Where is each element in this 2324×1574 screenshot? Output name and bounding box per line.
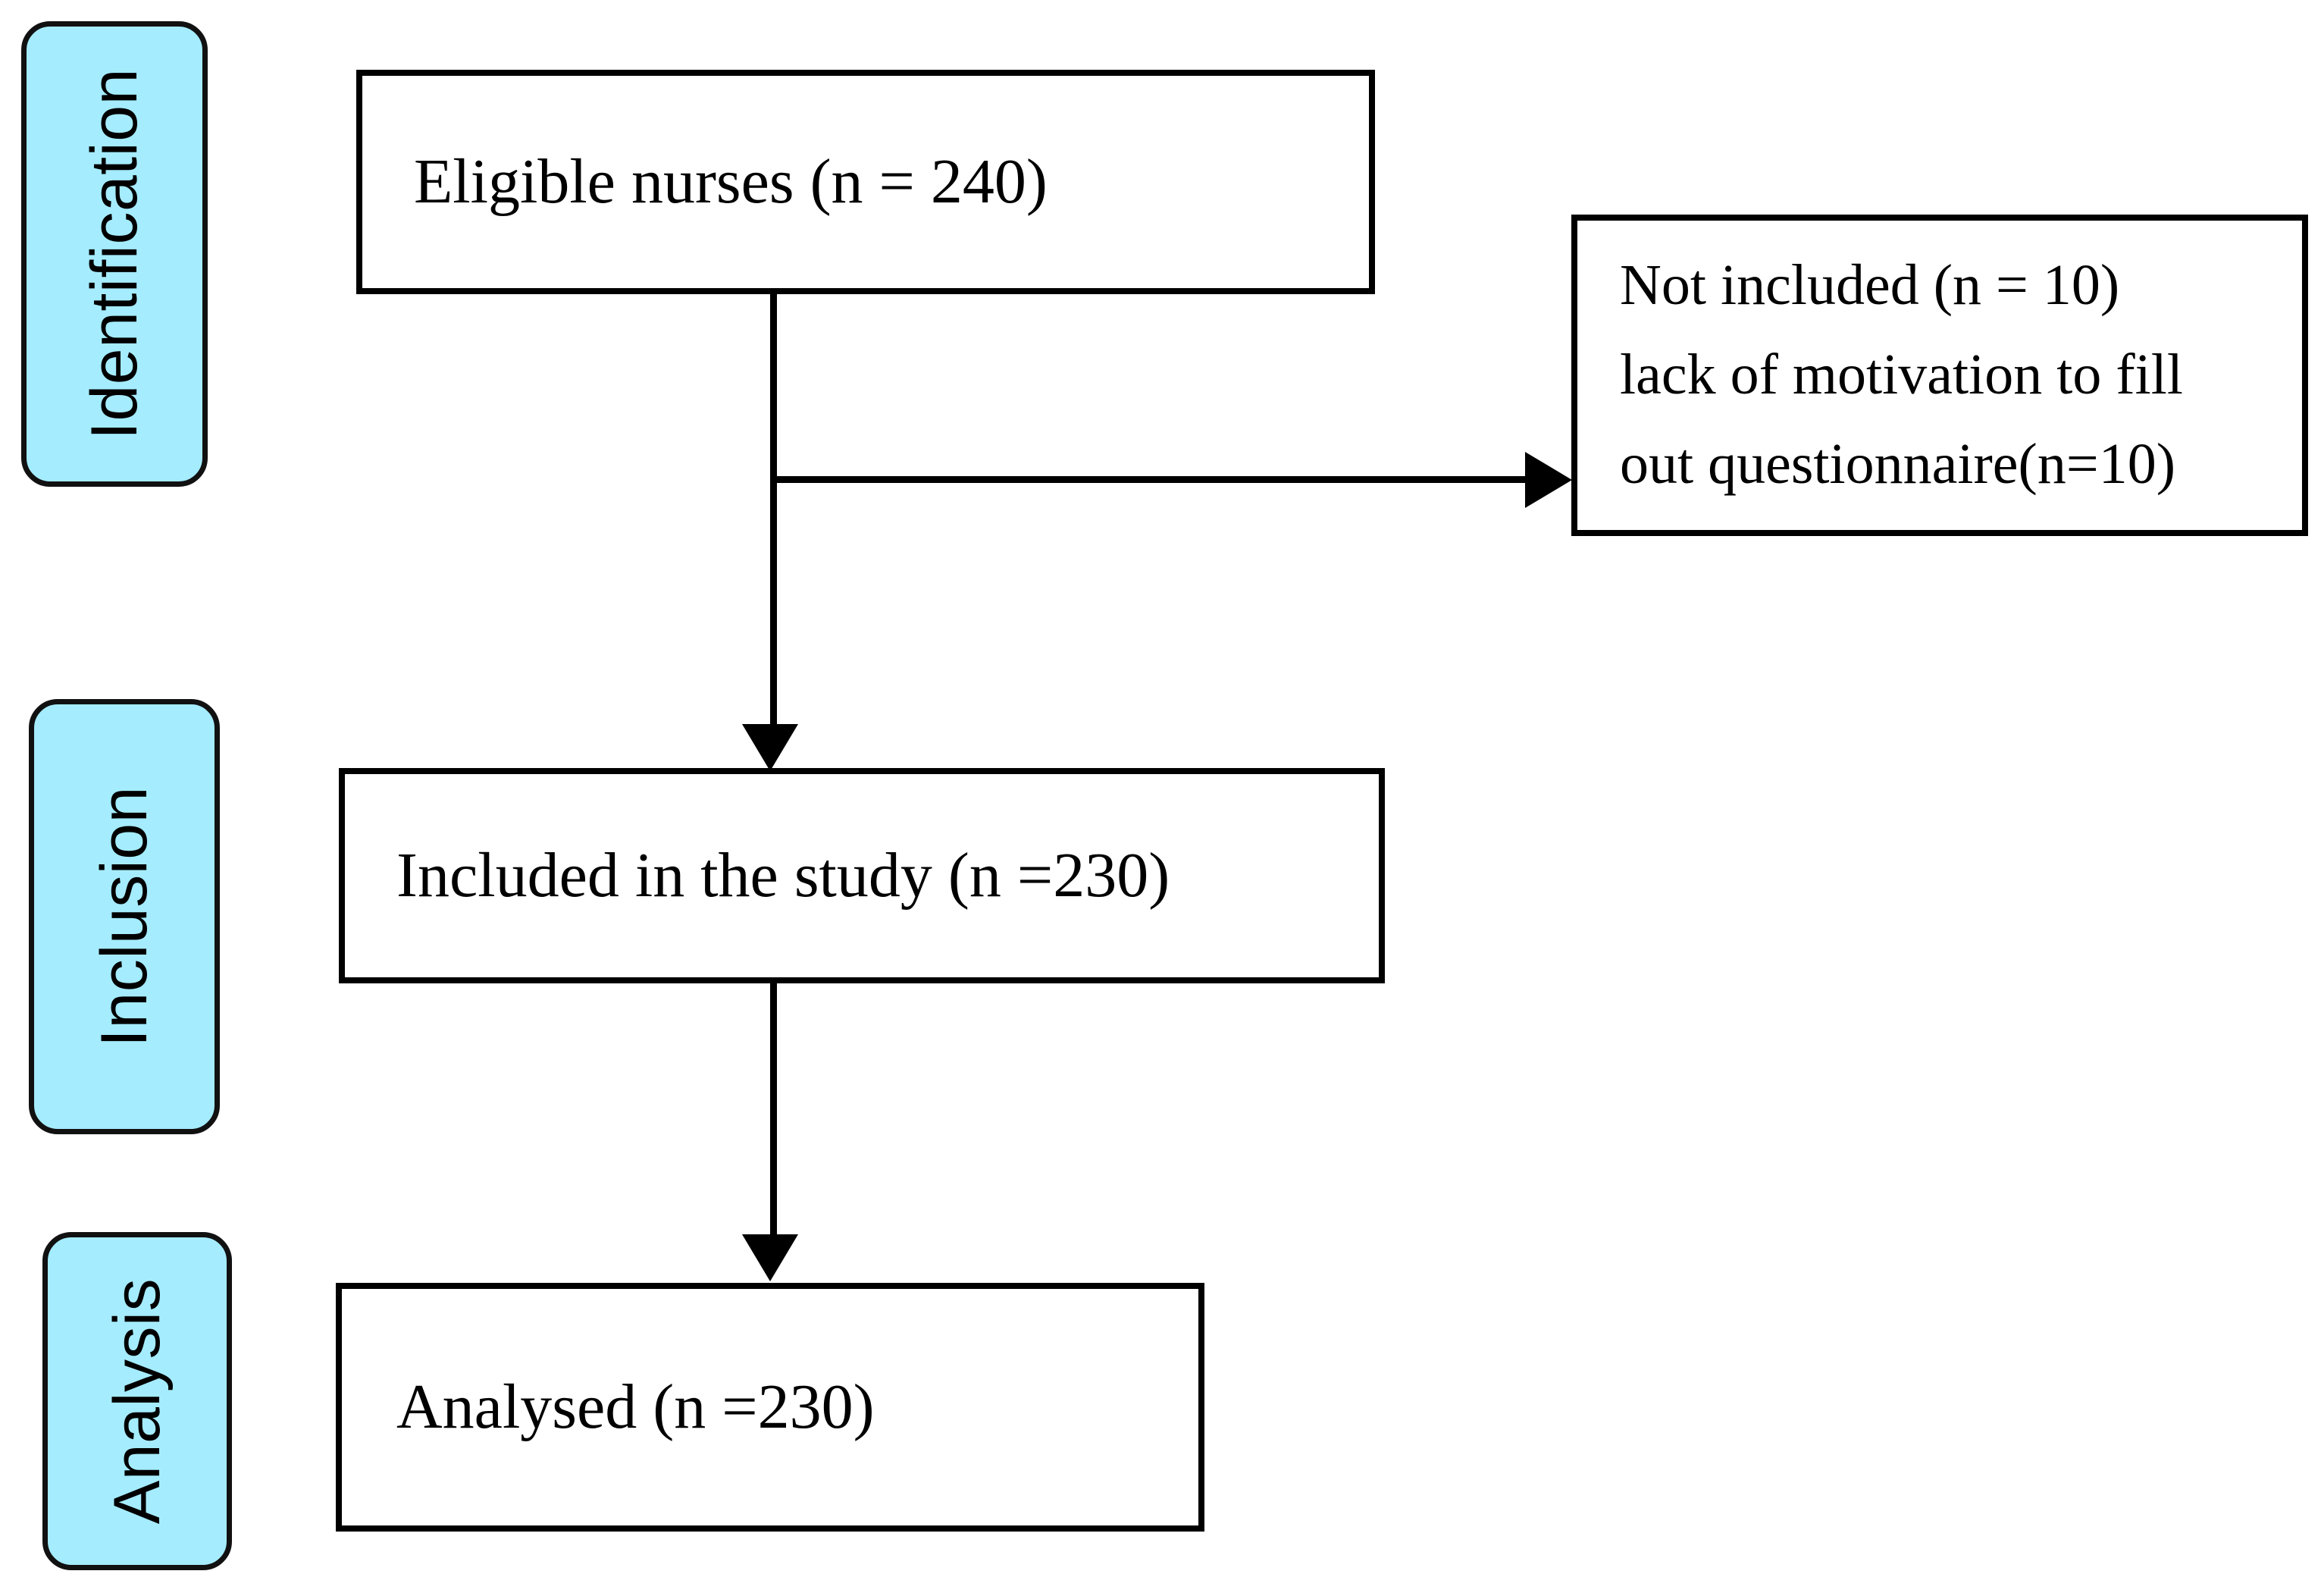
flow-box-eligible-nurses: Eligible nurses (n = 240): [356, 70, 1375, 294]
arrowhead-right-icon-to-not-included: [1525, 452, 1572, 508]
flow-box-not-included-line-1: Not included (n = 10): [1620, 253, 2120, 318]
flow-box-included-in-study-text: Included in the study (n =230): [396, 840, 1170, 911]
stage-label-inclusion: Inclusion: [29, 699, 220, 1134]
flow-box-not-included-lines: Not included (n = 10) lack of motivation…: [1620, 253, 2183, 496]
stage-label-identification-text: Identification: [78, 68, 151, 440]
flow-box-not-included-line-2: lack of motivation to fill: [1620, 343, 2183, 407]
stage-label-analysis-text: Analysis: [101, 1278, 174, 1525]
stage-label-inclusion-text: Inclusion: [88, 786, 161, 1047]
connector-included-to-analysed-line: [770, 983, 777, 1241]
connector-to-not-included-line: [770, 476, 1528, 483]
flow-box-not-included: Not included (n = 10) lack of motivation…: [1571, 215, 2308, 536]
flow-box-eligible-nurses-text: Eligible nurses (n = 240): [414, 146, 1048, 217]
flow-box-included-in-study: Included in the study (n =230): [339, 768, 1385, 983]
flow-box-analysed: Analysed (n =230): [336, 1283, 1204, 1532]
flow-box-not-included-line-3: out questionnaire(n=10): [1620, 431, 2176, 496]
stage-label-analysis: Analysis: [42, 1232, 232, 1570]
arrowhead-down-icon-to-analysed: [742, 1234, 798, 1281]
flow-box-analysed-text: Analysed (n =230): [396, 1372, 875, 1442]
stage-label-identification: Identification: [21, 21, 208, 487]
connector-eligible-to-included-line: [770, 292, 777, 732]
arrowhead-down-icon-to-included: [742, 724, 798, 771]
